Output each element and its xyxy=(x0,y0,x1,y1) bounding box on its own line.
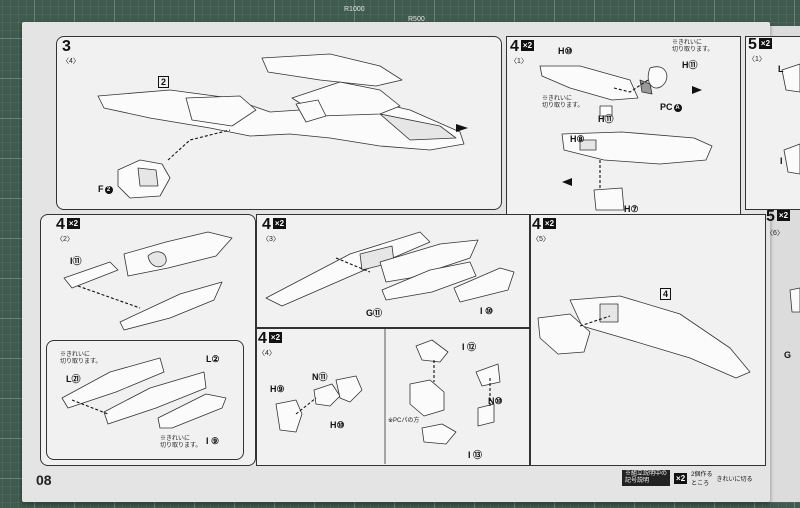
step-4-2-sub: 〈2〉 xyxy=(56,236,74,243)
label-h8: H⑧ xyxy=(570,134,585,144)
step-4-1-number: 4 xyxy=(510,38,519,55)
step-4-2-guide-line xyxy=(77,285,141,309)
legend-title: ※組立説明中の記号説明 xyxy=(622,470,671,486)
step-4-2-number: 4 xyxy=(56,216,65,233)
step-4-2-mult: ×2 xyxy=(66,218,81,229)
step-4-5-mult: ×2 xyxy=(542,218,557,229)
step-3-sub: 〈4〉 xyxy=(62,58,80,65)
arrow-icon xyxy=(562,178,572,186)
step-5b-mult: ×2 xyxy=(776,210,791,221)
step-4-3-header: 4 ×2 xyxy=(262,216,287,233)
symbol-legend: ※組立説明中の記号説明 ×2 2個作るところ きれいに切る xyxy=(622,470,753,487)
step-4-3-mult: ×2 xyxy=(272,218,287,229)
label-h7: H⑦ xyxy=(624,204,639,214)
step-4-5-header: 4 ×2 xyxy=(532,216,557,233)
note-4-1a: ※きれいに xyxy=(672,40,703,46)
legend-mult-badge: ×2 xyxy=(674,472,688,484)
label-h9: H⑨ xyxy=(270,384,285,394)
step-4-4-number: 4 xyxy=(258,330,267,347)
step-5b-sub: 〈6〉 xyxy=(766,230,784,237)
step-4-1-mult: ×2 xyxy=(520,40,535,51)
step-5b-header: 5 ×2 xyxy=(766,208,791,225)
label-h11a: H⑪ xyxy=(682,60,698,70)
arrow-icon xyxy=(692,86,702,94)
note-4-2d: 切り取ります。 xyxy=(160,443,202,449)
step-4-4-panel xyxy=(256,328,530,466)
label-part-2: 2 xyxy=(158,76,170,88)
step-4-2-parts xyxy=(61,231,233,429)
note-4-2c: ※きれいに xyxy=(160,436,191,442)
step-4-3-guide-line xyxy=(335,257,371,273)
label-n11: N⑪ xyxy=(312,372,328,382)
step-3-header: 3 xyxy=(62,38,71,55)
label-part-4: 4 xyxy=(660,288,672,300)
label-s5-i: I xyxy=(780,156,783,166)
step-4-4-parts xyxy=(275,339,501,445)
step-4-2-guide-line-2 xyxy=(71,399,109,415)
step-4-2-header: 4 ×2 xyxy=(56,216,81,233)
step-4-1-part-b xyxy=(561,131,713,211)
page-number: 08 xyxy=(36,472,52,488)
label-n10: N⑩ xyxy=(488,396,503,406)
legend-cut-clean: きれいに切る xyxy=(716,476,753,483)
label-l22: L② xyxy=(206,354,220,364)
note-4-4a: ※PCパの方 xyxy=(388,418,420,424)
step-4-4-mult: ×2 xyxy=(268,332,283,343)
step-5-parts xyxy=(781,63,800,313)
label-i13: I ⑬ xyxy=(468,450,483,460)
label-g11: G⑪ xyxy=(366,308,383,318)
ruler-markings: R1000 R500 xyxy=(0,0,800,24)
label-i11: I⑪ xyxy=(70,256,82,266)
note-4-1b: 切り取ります。 xyxy=(672,47,714,53)
label-s5-l: L xyxy=(778,64,784,74)
label-h10-b: H⑩ xyxy=(330,420,345,430)
note-4-1d: 切り取ります。 xyxy=(542,103,584,109)
step-4-1-sub: 〈1〉 xyxy=(510,58,528,65)
label-i10: I ⑩ xyxy=(480,306,494,316)
step-4-3-panel xyxy=(256,214,530,328)
step-5b-number: 5 xyxy=(766,208,775,225)
legend-make-two: 2個作るところ xyxy=(691,472,713,487)
step-4-5-sub: 〈5〉 xyxy=(532,236,550,243)
arrow-icon xyxy=(456,124,468,132)
step-4-5-guide-line xyxy=(579,315,611,327)
ruler-label-right: R500 xyxy=(408,16,425,23)
step-5-mult: ×2 xyxy=(758,38,773,49)
note-4-2a: ※きれいに xyxy=(60,352,91,358)
label-h10: H⑩ xyxy=(558,46,573,56)
step-4-4-guide-line xyxy=(295,397,317,415)
label-i12: I ⑫ xyxy=(462,342,477,352)
step-3-part-f2 xyxy=(117,159,171,199)
ruler-label-left: R1000 xyxy=(344,6,365,13)
note-4-2b: 切り取ります。 xyxy=(60,359,102,365)
step-4-3-parts xyxy=(265,231,515,307)
label-i9: I ⑨ xyxy=(206,436,220,446)
step-4-3-sub: 〈3〉 xyxy=(262,236,280,243)
step-4-4-sub: 〈4〉 xyxy=(258,350,276,357)
step-5-sub: 〈1〉 xyxy=(748,56,766,63)
step-3-guide-line xyxy=(167,129,231,161)
step-3-number: 3 xyxy=(62,38,71,55)
step-3-main-part xyxy=(97,53,465,151)
step-4-1-header: 4 ×2 xyxy=(510,38,535,55)
label-h11b: H⑪ xyxy=(598,114,614,124)
step-5-header: 5 ×2 xyxy=(748,36,773,53)
note-4-1c: ※きれいに xyxy=(542,96,573,102)
step-4-3-number: 4 xyxy=(262,216,271,233)
label-s5b-g: G xyxy=(784,350,792,360)
step-4-5-number: 4 xyxy=(532,216,541,233)
step-5-number: 5 xyxy=(748,36,757,53)
step-5-panel xyxy=(745,36,800,210)
step-4-5-parts xyxy=(537,295,751,379)
step-4-1-guide-line xyxy=(613,79,649,93)
step-4-1-part-a xyxy=(539,65,668,117)
step-4-4-header: 4 ×2 xyxy=(258,330,283,347)
label-l21: L㉑ xyxy=(66,374,81,384)
